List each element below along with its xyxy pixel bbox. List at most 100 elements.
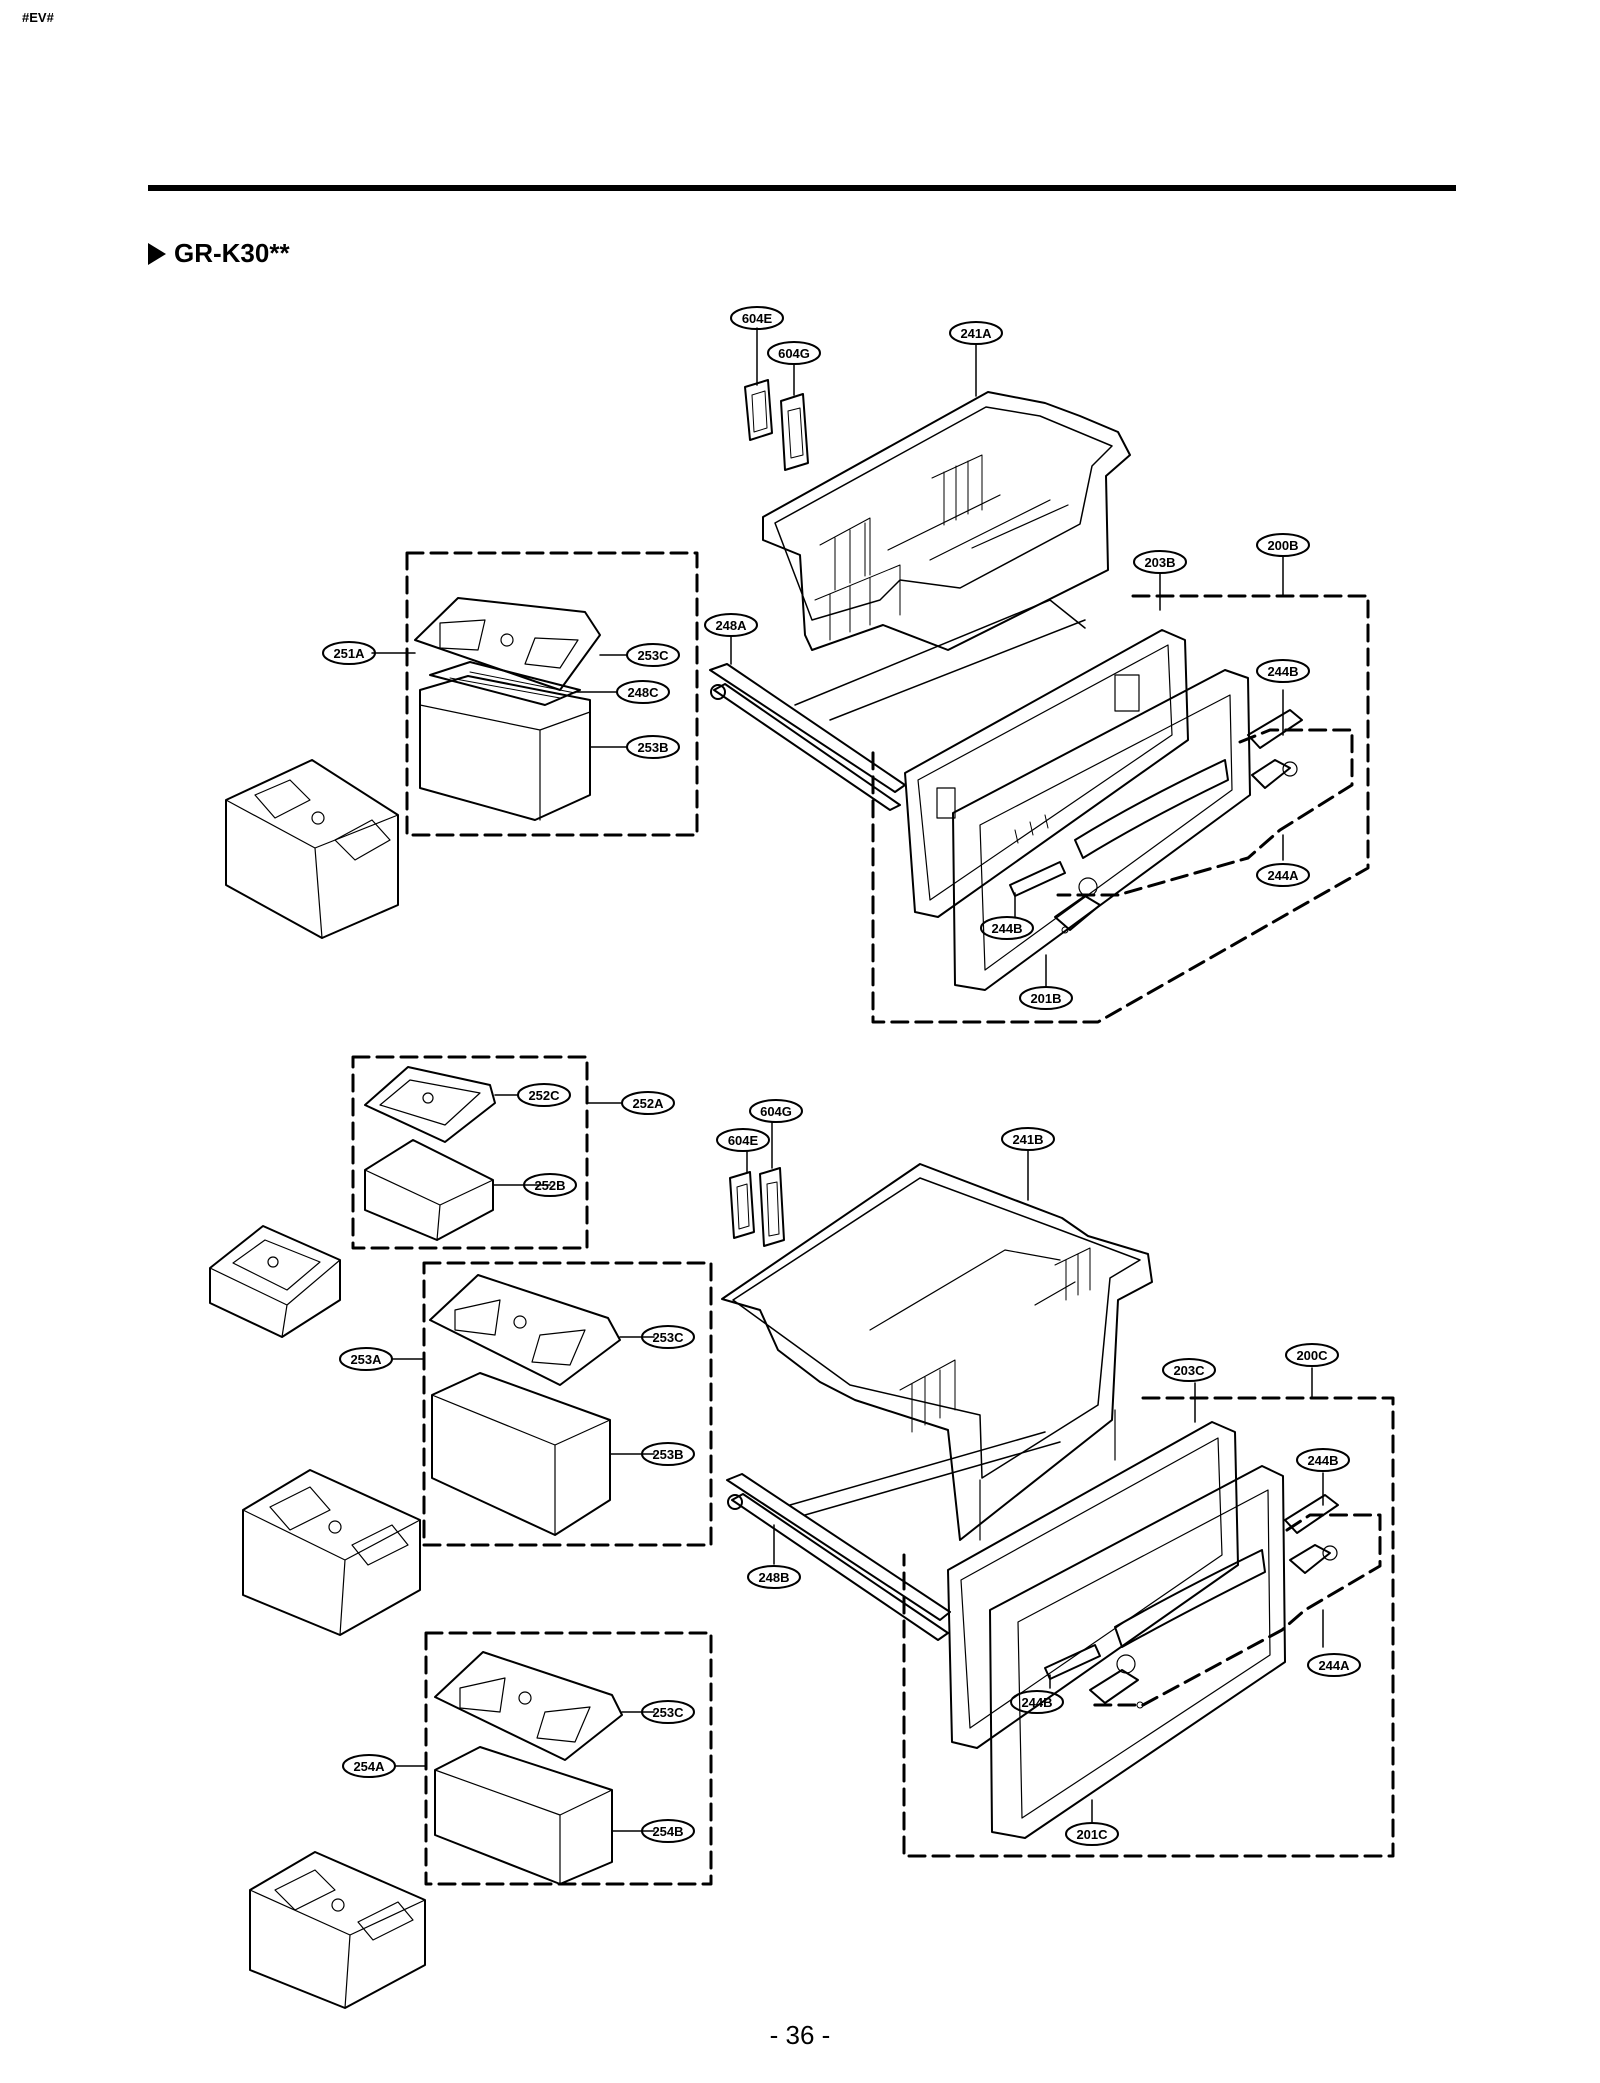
svg-text:253C: 253C [637,648,669,663]
assembly-box-200B [871,594,1370,1024]
svg-text:252B: 252B [534,1178,565,1193]
svg-text:251A: 251A [333,646,365,661]
callout-244A-top: 244A [1256,863,1310,887]
callout-200C: 200C [1285,1343,1339,1367]
callout-244B-left-bottom: 244B [1010,1690,1064,1714]
door-201C [989,1465,1286,1839]
callout-244B-right-top: 244B [1256,659,1310,683]
triangle-arrow-icon [148,242,166,265]
callout-253C-bottom: 253C [641,1700,695,1724]
svg-text:604E: 604E [742,311,773,326]
callout-248A: 248A [704,613,758,637]
svg-text:200B: 200B [1267,538,1298,553]
svg-text:252C: 252C [528,1088,560,1103]
bin-254B [434,1746,613,1885]
lid-253C-top [414,597,601,691]
callout-248B: 248B [747,1565,801,1589]
svg-text:248C: 248C [627,685,659,700]
corner-tag: #EV# [22,10,54,25]
handle-244B-left-top [1009,861,1101,934]
callout-252C: 252C [517,1083,571,1107]
crisper-assembled-254A [249,1851,426,2009]
svg-text:254A: 254A [353,1759,385,1774]
callout-241B: 241B [1001,1127,1055,1151]
callout-241A: 241A [949,321,1003,345]
frame-203B [904,629,1189,918]
assembly-box-200C [902,1396,1395,1858]
lid-253C-bottom [434,1651,623,1761]
assembly-box-252A [351,1055,589,1250]
callout-253C-top: 253C [626,643,680,667]
bin-253B-top [419,675,591,821]
svg-text:244A: 244A [1318,1658,1350,1673]
callout-201B: 201B [1019,986,1073,1010]
callout-253C-mid: 253C [641,1325,695,1349]
callout-253A: 253A [339,1347,393,1371]
callout-252A: 252A [621,1091,675,1115]
callout-253B-top: 253B [626,735,680,759]
callout-604E-top: 604E [730,306,784,330]
callout-252B: 252B [523,1173,577,1197]
callout-244A-bottom: 244A [1307,1653,1361,1677]
callout-604G-bottom: 604G [749,1099,803,1123]
basket-241B [721,1163,1153,1541]
callout-244B-left-top: 244B [980,916,1034,940]
divider-248C [429,661,581,706]
callout-254A: 254A [342,1754,396,1778]
page-number: - 36 - [769,2020,831,2050]
rail-248B [726,1431,1061,1641]
svg-text:248B: 248B [758,1570,789,1585]
svg-text:604G: 604G [760,1104,792,1119]
lid-253C-mid [429,1274,621,1386]
callout-201C: 201C [1065,1822,1119,1846]
handle-244B-left-bottom [1044,1644,1144,1709]
leader-lines [371,327,1324,1832]
box-assembled-252A [209,1225,341,1338]
svg-text:244B: 244B [1021,1695,1052,1710]
crisper-assembled-251A [225,759,399,939]
svg-text:241B: 241B [1012,1132,1043,1147]
basket-241A [762,391,1131,651]
svg-text:253C: 253C [652,1330,684,1345]
svg-text:253C: 253C [652,1705,684,1720]
section-title: GR-K30** [174,238,290,268]
svg-text:203B: 203B [1144,555,1175,570]
header-rule [148,185,1456,191]
assembly-box-254A [424,1631,713,1886]
lid-252C [364,1066,496,1143]
callout-254B: 254B [641,1819,695,1843]
section-heading: GR-K30** [148,238,290,269]
svg-text:241A: 241A [960,326,992,341]
handle-244B-right-bottom [1284,1494,1339,1574]
assembly-box-251A [405,551,699,837]
svg-text:203C: 203C [1173,1363,1205,1378]
callout-604E-bottom: 604E [716,1128,770,1152]
bin-252B [364,1139,494,1241]
callout-200B: 200B [1256,533,1310,557]
svg-text:252A: 252A [632,1096,664,1111]
svg-text:201C: 201C [1076,1827,1108,1842]
svg-text:201B: 201B [1030,991,1061,1006]
svg-text:604E: 604E [728,1133,759,1148]
callout-248C: 248C [616,680,670,704]
svg-text:244B: 244B [1307,1453,1338,1468]
callout-251A: 251A [322,641,376,665]
filter-604E-top [744,379,773,441]
svg-text:253A: 253A [350,1352,382,1367]
callout-604G-top: 604G [767,341,821,365]
callout-244B-right-bottom: 244B [1296,1448,1350,1472]
handle-244B-right-top [1247,709,1303,789]
callout-203B: 203B [1133,550,1187,574]
svg-text:248A: 248A [715,618,747,633]
callout-253B-mid: 253B [641,1442,695,1466]
assembly-box-253A [422,1261,713,1547]
svg-text:244A: 244A [1267,868,1299,883]
bin-253B-mid [431,1372,611,1536]
svg-text:254B: 254B [652,1824,683,1839]
svg-text:200C: 200C [1296,1348,1328,1363]
filter-604E-bottom [729,1171,755,1239]
svg-text:253B: 253B [637,740,668,755]
svg-text:253B: 253B [652,1447,683,1462]
svg-text:244B: 244B [991,921,1022,936]
